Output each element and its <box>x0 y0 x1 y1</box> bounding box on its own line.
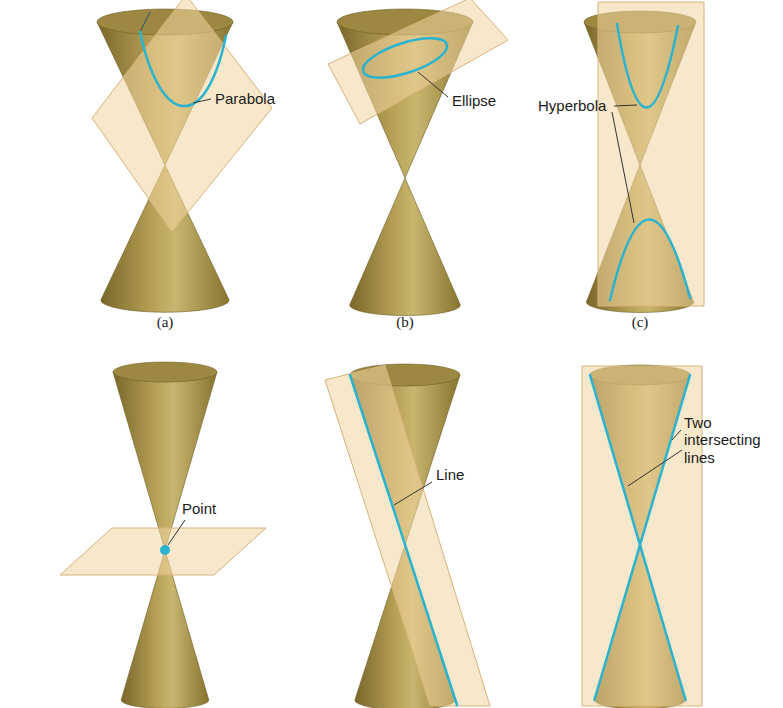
leader-line <box>193 99 211 103</box>
cutting-plane <box>328 0 508 124</box>
curve-label: Line <box>436 466 464 483</box>
ellipse-curve <box>359 30 452 86</box>
plane-edge <box>140 12 150 32</box>
leader-line <box>418 72 448 97</box>
lower-nappe <box>350 178 461 316</box>
leader-line <box>672 430 681 440</box>
cutting-plane <box>598 2 704 306</box>
curve-label: Hyperbola <box>538 97 606 114</box>
upper-nappe <box>113 372 217 550</box>
cutting-plane <box>60 528 266 575</box>
hyperbola-branch <box>617 24 678 108</box>
generator-line <box>594 375 690 700</box>
curve-label: Point <box>182 500 216 517</box>
curve-label: Parabola <box>215 90 275 107</box>
cutting-plane <box>325 365 490 706</box>
leader-line <box>168 520 185 545</box>
leader-line <box>614 105 637 106</box>
tangent-line <box>350 375 457 705</box>
panel-letter: (b) <box>396 314 414 331</box>
parabola-curve <box>140 32 226 106</box>
leader-line <box>628 450 682 486</box>
leader-line <box>612 112 634 223</box>
curve-label: Ellipse <box>452 92 496 109</box>
curve-label: Two intersecting lines <box>684 414 776 466</box>
panel-letter: (a) <box>157 314 174 331</box>
cutting-plane <box>92 0 272 232</box>
leader-line <box>394 482 432 505</box>
cone-top <box>113 362 217 382</box>
point-dot <box>160 545 170 555</box>
hyperbola-branch <box>610 219 690 300</box>
generator-line <box>590 375 686 700</box>
panel-letter: (c) <box>632 314 649 331</box>
